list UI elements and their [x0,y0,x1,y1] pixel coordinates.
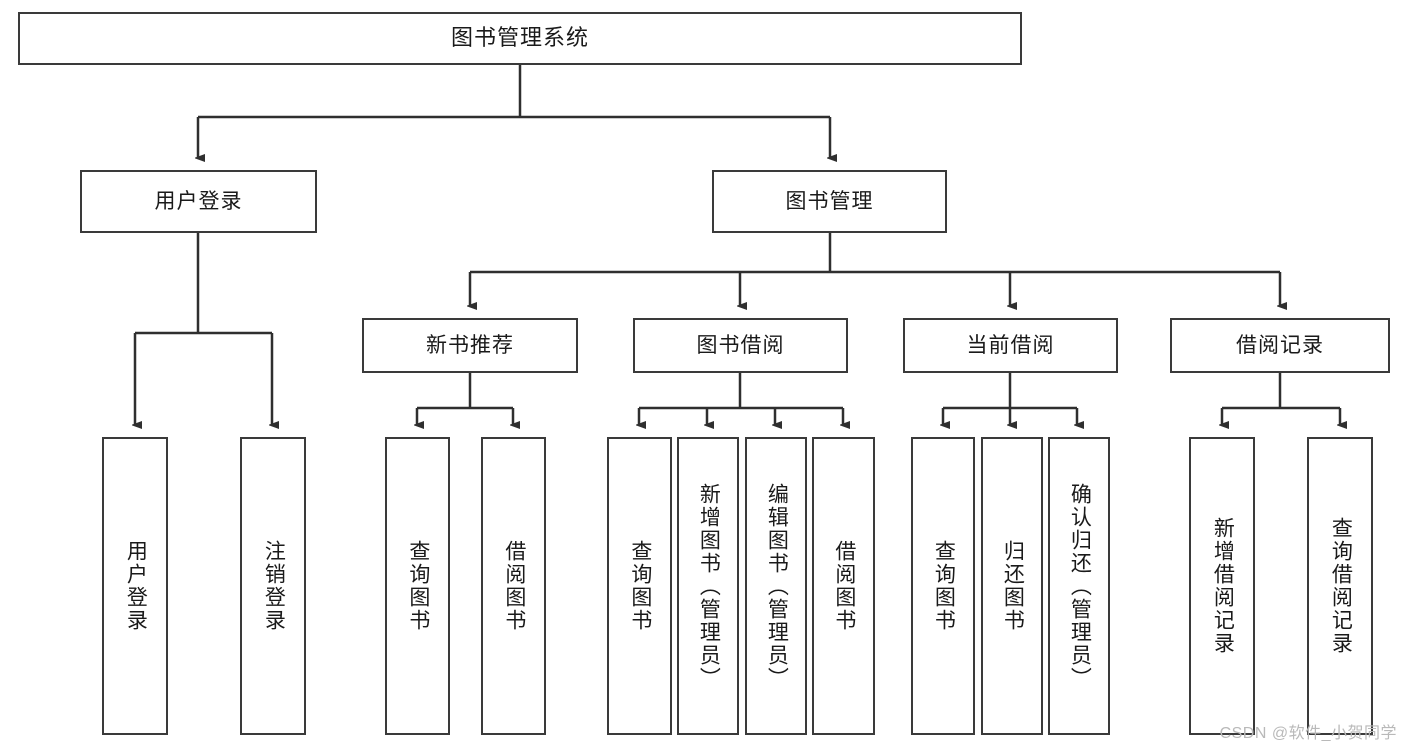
leaf-add-book[interactable]: 新增图书（管理员） [677,437,739,735]
leaf-edit-book[interactable]: 编辑图书（管理员） [745,437,807,735]
leaf-confirm-return[interactable]: 确认归还（管理员） [1048,437,1110,735]
leaf-borrow-book-2[interactable]: 借阅图书 [812,437,875,735]
node-book-management-label: 图书管理 [785,189,874,213]
leaf-user-login-label: 用户登录 [124,540,148,632]
leaf-confirm-return-label: 确认归还（管理员） [1068,482,1092,690]
node-book-borrow-label: 图书借阅 [696,333,785,357]
leaf-add-book-label: 新增图书（管理员） [697,482,721,690]
leaf-query-book-1-label: 查询图书 [406,540,430,632]
node-root-label: 图书管理系统 [450,25,589,51]
node-user-login[interactable]: 用户登录 [80,170,317,233]
node-new-book-recommend[interactable]: 新书推荐 [362,318,578,373]
leaf-add-record-label: 新增借阅记录 [1211,517,1235,655]
node-root-system[interactable]: 图书管理系统 [18,12,1022,65]
leaf-query-book-3-label: 查询图书 [932,540,956,632]
watermark-text: CSDN @软件_小贺同学 [1219,725,1397,742]
node-borrow-record[interactable]: 借阅记录 [1170,318,1390,373]
leaf-user-login[interactable]: 用户登录 [102,437,168,735]
leaf-query-record-label: 查询借阅记录 [1329,517,1353,655]
node-book-borrow[interactable]: 图书借阅 [633,318,848,373]
node-book-management[interactable]: 图书管理 [712,170,947,233]
leaf-query-book-3[interactable]: 查询图书 [911,437,975,735]
leaf-return-book-label: 归还图书 [1001,540,1025,632]
node-borrow-record-label: 借阅记录 [1236,333,1324,357]
leaf-borrow-book-1[interactable]: 借阅图书 [481,437,546,735]
node-current-borrow[interactable]: 当前借阅 [903,318,1118,373]
node-new-book-recommend-label: 新书推荐 [426,333,514,357]
node-current-borrow-label: 当前借阅 [966,333,1055,357]
leaf-return-book[interactable]: 归还图书 [981,437,1043,735]
leaf-borrow-book-1-label: 借阅图书 [502,540,526,632]
leaf-logout-login[interactable]: 注销登录 [240,437,306,735]
leaf-edit-book-label: 编辑图书（管理员） [765,482,789,690]
node-user-login-label: 用户登录 [154,189,243,213]
leaf-add-record[interactable]: 新增借阅记录 [1189,437,1255,735]
leaf-logout-login-label: 注销登录 [262,540,286,632]
leaf-borrow-book-2-label: 借阅图书 [832,540,856,632]
leaf-query-book-1[interactable]: 查询图书 [385,437,450,735]
leaf-query-record[interactable]: 查询借阅记录 [1307,437,1373,735]
leaf-query-book-2[interactable]: 查询图书 [607,437,672,735]
leaf-query-book-2-label: 查询图书 [628,540,652,632]
